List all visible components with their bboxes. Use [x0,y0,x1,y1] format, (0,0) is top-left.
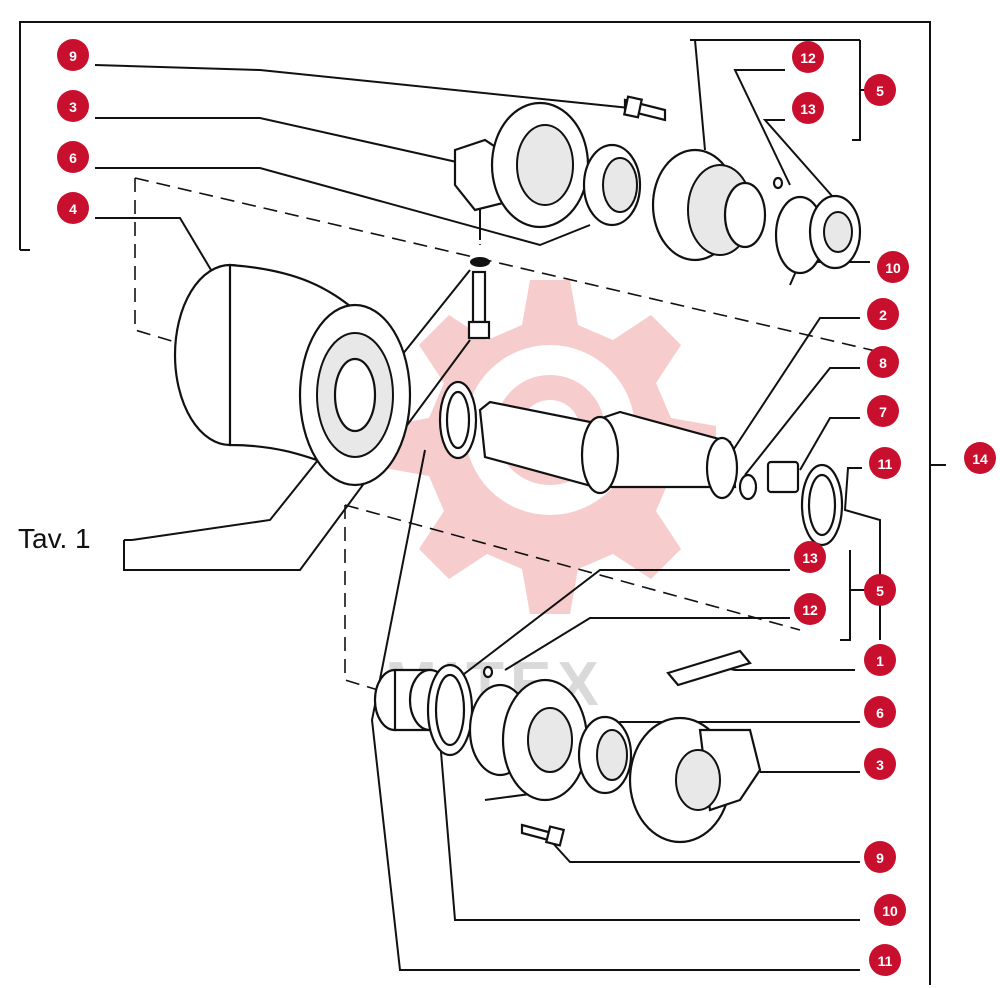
callout-badge-5: 5 [864,74,896,106]
callout-circle [864,644,896,676]
callout-circle [864,74,896,106]
callout-number: 10 [885,260,901,276]
callout-badge-1: 1 [864,644,896,676]
callout-number: 13 [802,550,818,566]
callout-badge-9: 9 [864,841,896,873]
callout-badge-9: 9 [57,39,89,71]
callout-circle [874,894,906,926]
callout-circle [867,395,899,427]
part-oring-8 [738,473,758,501]
callout-circle [57,141,89,173]
callout-number: 14 [972,451,988,467]
callout-number: 2 [879,307,887,323]
callout-number: 11 [878,953,893,969]
callout-badge-12: 12 [794,593,826,625]
callout-circle [794,593,826,625]
part-shaft-2 [478,400,739,500]
part-gasket-11-upper [800,463,844,547]
callout-badge-5: 5 [864,574,896,606]
callout-circle [864,696,896,728]
part-plug-center [467,257,491,340]
callout-badge-12: 12 [792,41,824,73]
callout-number: 9 [69,48,77,64]
callout-number: 5 [876,83,884,99]
callout-number: 9 [876,850,884,866]
callout-badge-6: 6 [57,141,89,173]
callout-circle [867,298,899,330]
callout-badge-7: 7 [867,395,899,427]
part-gasket-11-left [438,380,478,460]
callout-circle [869,447,901,479]
callout-circle [794,541,826,573]
part-seal-6-lower [577,715,633,795]
callout-circle [57,192,89,224]
callout-number: 6 [69,150,77,166]
callout-number: 8 [879,355,887,371]
part-seal-6-upper [582,143,642,227]
callout-circle [867,346,899,378]
part-bracket-3-upper [453,101,590,229]
callout-badge-14: 14 [964,442,996,474]
callout-badge-10: 10 [877,251,909,283]
callout-badge-13: 13 [794,541,826,573]
callout-number: 5 [876,583,884,599]
callout-number: 12 [802,602,818,618]
part-bolt-9-lower [520,823,566,847]
leader-lines [94,39,881,971]
part-gasket-lower [426,663,474,757]
callout-badge-11: 11 [869,944,901,976]
part-hub-flange-lower [468,678,589,802]
callout-number: 12 [800,50,816,66]
callout-number: 13 [800,101,816,117]
callout-badge-3: 3 [57,90,89,122]
callout-number: 6 [876,705,884,721]
callout-circle [864,574,896,606]
part-pin-12-upper [772,176,784,190]
callout-circle [864,841,896,873]
part-key-1 [666,649,752,687]
callout-circle [864,748,896,780]
part-roller-4 [173,263,412,487]
callout-badge-13: 13 [792,92,824,124]
callout-number: 3 [69,99,77,115]
callout-circle [792,41,824,73]
callout-circle [869,944,901,976]
callout-badge-2: 2 [867,298,899,330]
part-hub-flange-upper [651,148,767,262]
part-bushing-10-upper [774,194,862,275]
part-plug-7 [766,460,800,494]
callout-badge-11: 11 [869,447,901,479]
callout-number: 4 [69,201,77,217]
frame-brackets [19,21,946,985]
callout-circle [57,39,89,71]
callout-badge-3: 3 [864,748,896,780]
callout-badge-8: 8 [867,346,899,378]
callout-number: 7 [879,404,887,420]
callout-badge-6: 6 [864,696,896,728]
callout-circle [964,442,996,474]
callout-badge-4: 4 [57,192,89,224]
callout-number: 11 [878,456,893,472]
callout-circle [792,92,824,124]
part-bracket-3-lower [628,716,762,844]
callout-badge-10: 10 [874,894,906,926]
part-bolt-9-upper [622,95,667,122]
callout-number: 3 [876,757,884,773]
figure-label: Tav. 1 [18,523,91,554]
callout-badges: 9 3 6 4 12 13 5 10 2 8 7 11 14 13 5 12 1 6 3 9 10 11 [57,39,996,976]
callout-number: 1 [876,653,884,669]
callout-circle [877,251,909,283]
part-pin-12-lower [482,665,494,679]
callout-number: 10 [882,903,898,919]
callout-circle [57,90,89,122]
